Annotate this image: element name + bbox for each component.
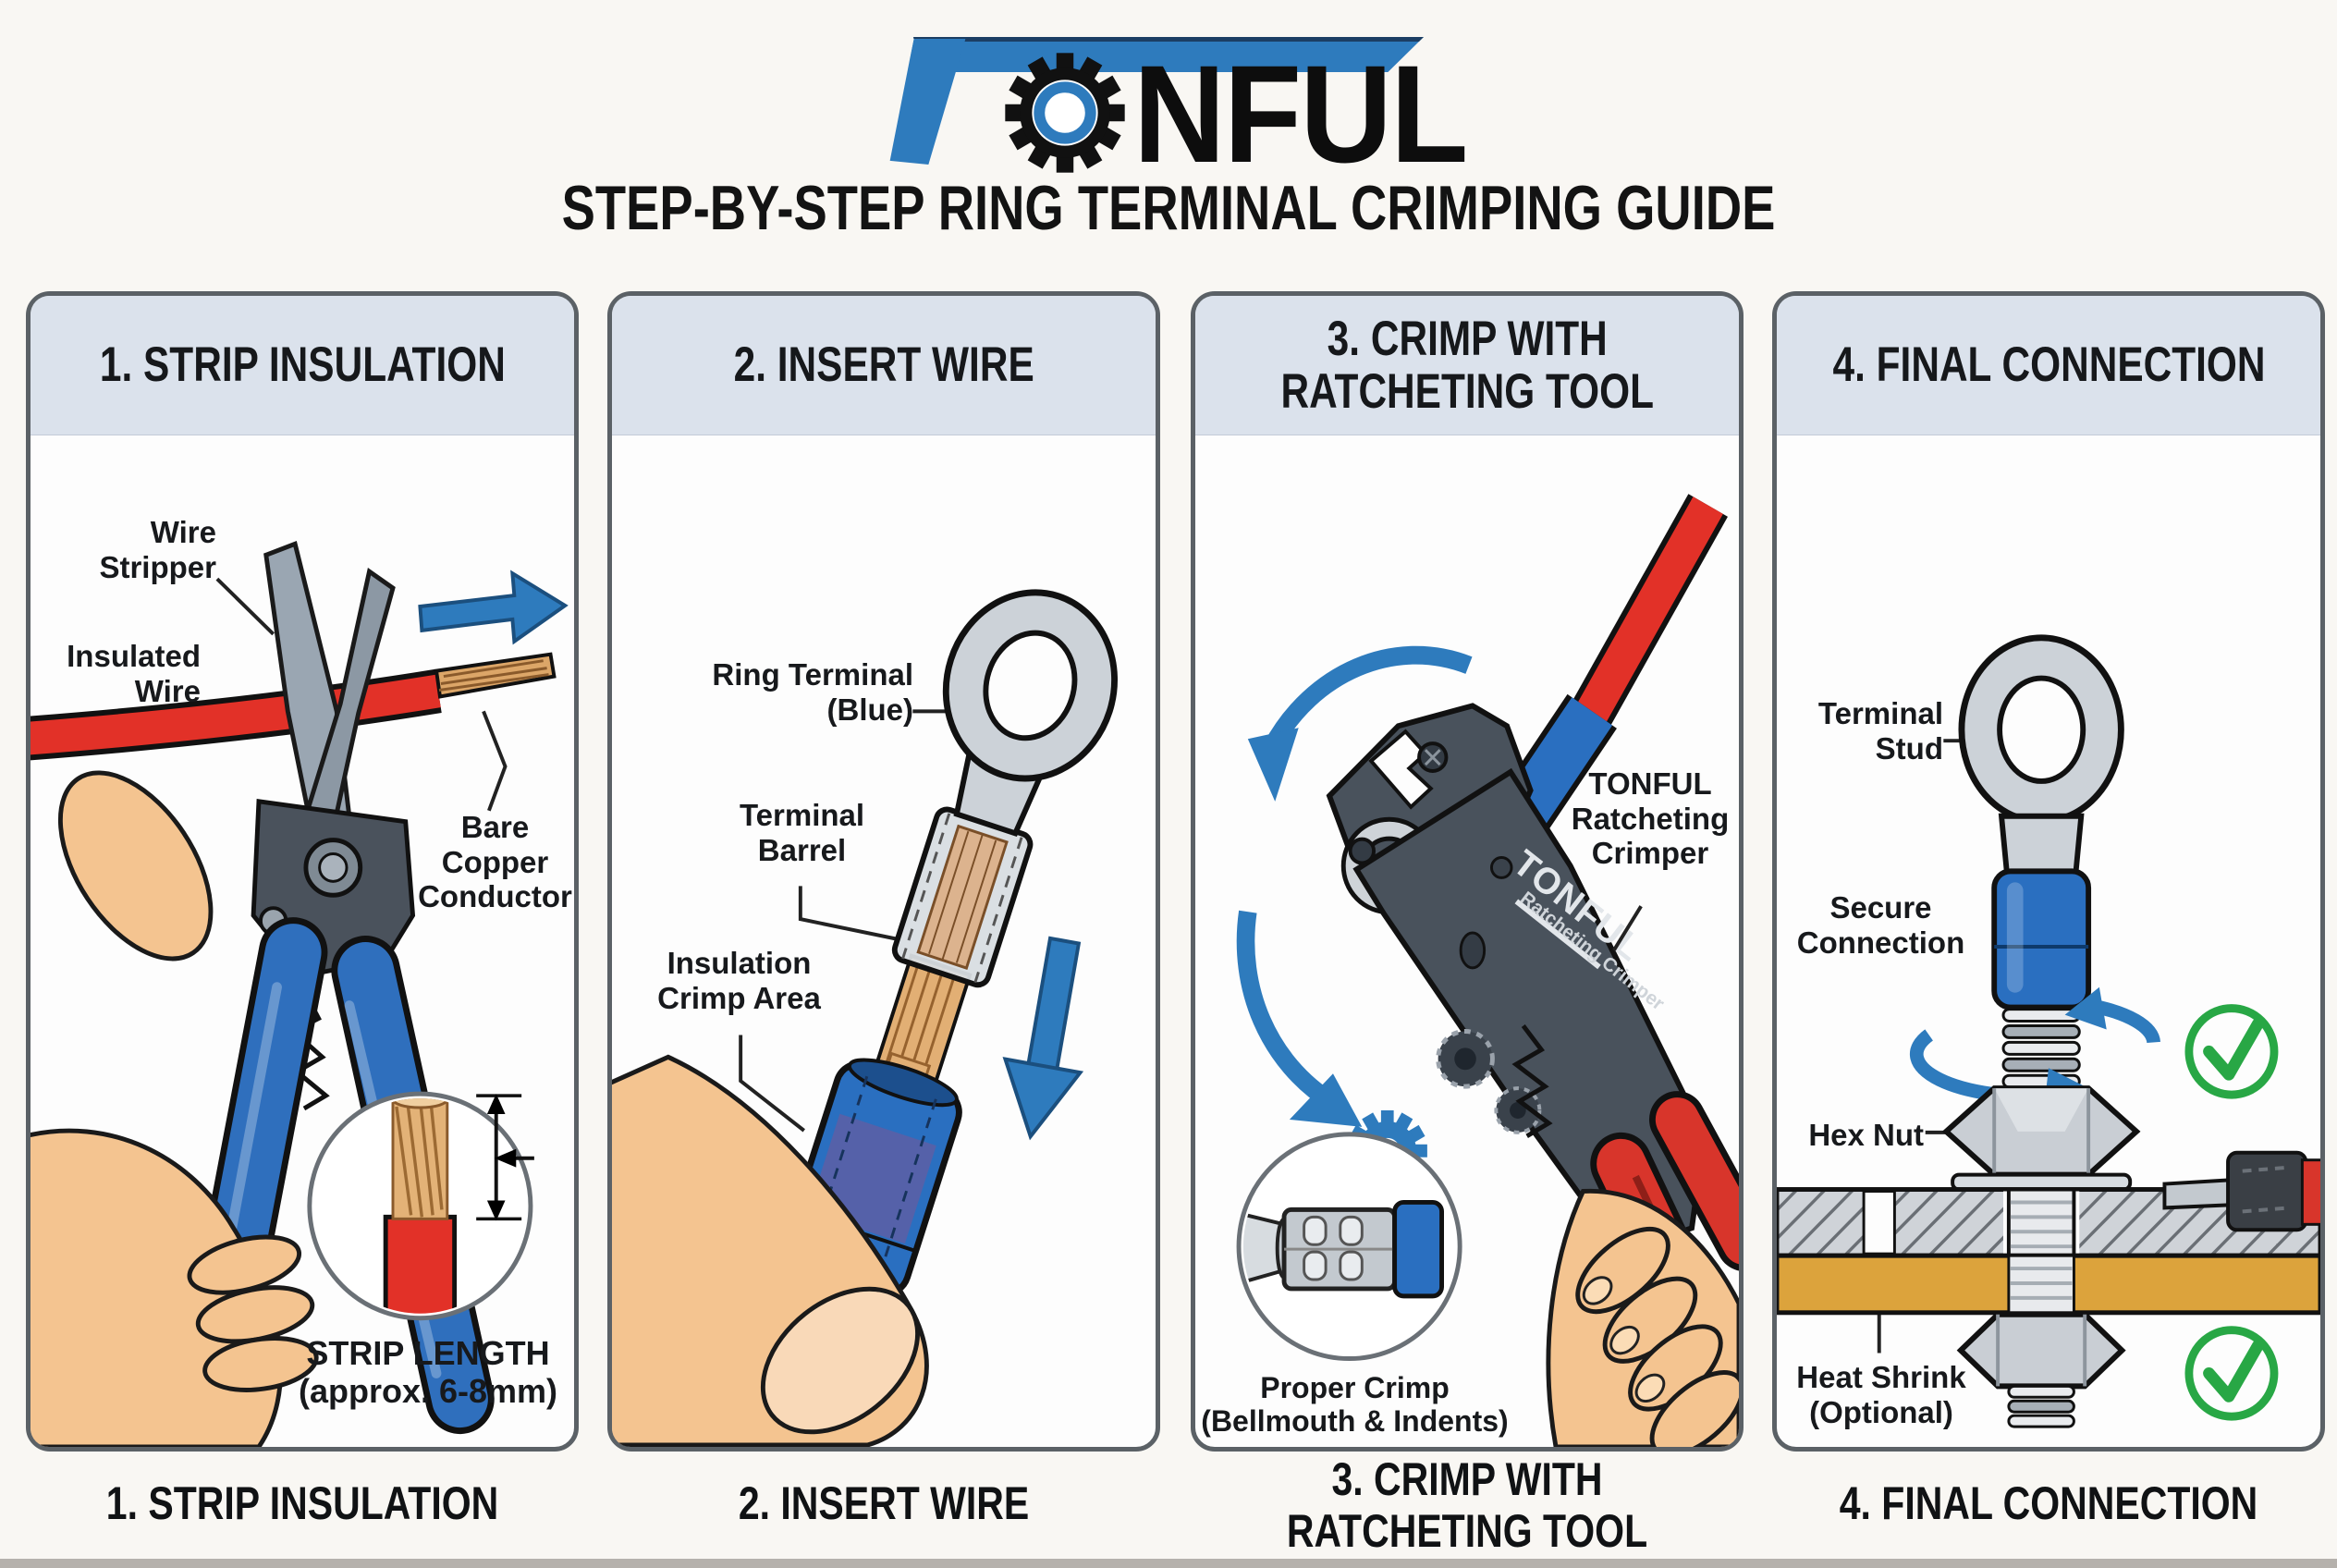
caption-step3: 3. CRIMP WITH RATCHETING TOOL [1286,1453,1648,1557]
terminal-barrel-label: Terminal Barrel [739,798,865,867]
bare-copper-tip [434,652,557,699]
logo-t-stem [887,39,966,165]
proper-crimp-label: Proper Crimp (Bellmouth & Indents) [1201,1371,1509,1439]
ring-terminal-on-stud [1909,634,2161,1192]
heat-shrink-sleeve [2226,1150,2308,1232]
terminal-stud-label: Terminal Stud [1817,696,1943,766]
crimp-illustration: TONFUL Ratcheting Crimper [1236,494,1739,1447]
hand [612,1054,929,1447]
hand [1546,1188,1739,1447]
panel-final-connection: 4. FINAL CONNECTION [1772,291,2325,1452]
curved-arrow-icon [1236,910,1363,1127]
panel-strip-insulation: 1. STRIP INSULATION [26,291,579,1452]
thumb [57,770,214,962]
insulated-wire-label: Insulated Wire [67,639,201,708]
check-icon [2184,1004,2279,1099]
insulated-wire [31,674,441,755]
panel1-body: Wire Stripper Insulated Wire Bare Copper… [31,435,574,1447]
heat-shrink-label: Heat Shrink (Optional) [1796,1360,1966,1429]
hex-nut-bottom [1956,1311,2126,1390]
caption-step4: 4. FINAL CONNECTION [1839,1477,2258,1529]
panel2-body: Ring Terminal (Blue) Terminal Barrel Ins… [612,435,1156,1447]
page-title: STEP-BY-STEP RING TERMINAL CRIMPING GUID… [561,173,1776,243]
bottom-edge-strip [0,1559,2337,1568]
dimension-arrows-icon [476,1094,534,1221]
panel4-header-text: 4. FINAL CONNECTION [1832,337,2265,393]
panel1-header: 1. STRIP INSULATION [31,296,574,435]
logo-t-bar [913,37,1424,72]
right-arrow-icon [418,570,569,645]
final-connection-illustration [1777,634,2320,1428]
wire-stripper-label: Wire Stripper [99,515,216,584]
panel-insert-wire: 2. INSERT WIRE [607,291,1160,1452]
panel4-header: 4. FINAL CONNECTION [1777,296,2320,435]
threaded-stud [2001,1008,2081,1089]
panel3-header-text: 3. CRIMP WITH RATCHETING TOOL [1280,311,1654,419]
panel3-body: TONFUL Ratcheting Crimper [1195,435,1739,1447]
bare-copper-label: Bare Copper Conductor [418,810,572,914]
panel-crimp-tool: 3. CRIMP WITH RATCHETING TOOL [1191,291,1744,1452]
blue-sleeve [1991,868,2092,1011]
caption-step2: 2. INSERT WIRE [738,1477,1030,1529]
strip-insulation-illustration [31,541,569,1447]
panel2-header: 2. INSERT WIRE [612,296,1156,435]
crimper-label: TONFUL Ratcheting Crimper [1571,766,1730,871]
check-icon [2184,1326,2279,1421]
strip-length-caption: STRIP LENGTH (approx. 6-8mm) [298,1334,558,1411]
caption-step1: 1. STRIP INSULATION [105,1477,499,1529]
panel4-body: Terminal Stud Secure Connection Hex Nut … [1777,435,2320,1447]
curved-arrow-icon [1247,645,1473,802]
gear-o-icon [1005,53,1125,173]
brand-logo: NFUL [860,26,1488,188]
proper-crimp-inset [1236,1132,1462,1362]
panel2-header-text: 2. INSERT WIRE [733,337,1034,393]
hand [31,1128,319,1447]
mounting-cross-section [1777,1150,2320,1428]
ring-terminal-label: Ring Terminal (Blue) [712,657,913,727]
secure-connection-label: Secure Connection [1796,890,1965,960]
logo-text: NFUL [1133,36,1468,191]
panel3-header: 3. CRIMP WITH RATCHETING TOOL [1195,296,1739,435]
strip-length-inset [307,1091,534,1321]
insert-wire-illustration [612,589,1118,1447]
red-wire [1573,496,1723,728]
down-arrow-icon [1002,936,1084,1141]
hex-nut-label: Hex Nut [1808,1118,1924,1152]
insulation-crimp-label: Insulation Crimp Area [657,946,821,1015]
panel1-header-text: 1. STRIP INSULATION [99,337,506,393]
